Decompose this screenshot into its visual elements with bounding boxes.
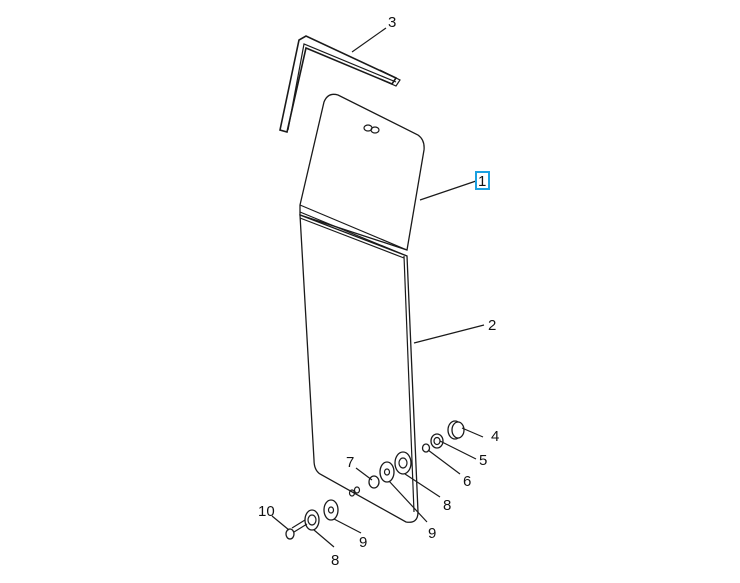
leader-lines bbox=[271, 27, 485, 548]
callout-3: 3 bbox=[388, 14, 396, 31]
callout-1: 1 bbox=[478, 173, 486, 190]
hardware-4-5-6 bbox=[421, 420, 465, 453]
callout-1-highlight bbox=[475, 171, 490, 190]
callout-2: 2 bbox=[488, 317, 496, 334]
callout-10: 10 bbox=[258, 503, 275, 520]
callout-9-right: 9 bbox=[428, 525, 436, 542]
part-2-lower-panel bbox=[299, 214, 419, 523]
part-3-edge-seal bbox=[279, 35, 401, 134]
callout-9-left: 9 bbox=[359, 534, 367, 551]
callout-5: 5 bbox=[479, 452, 487, 469]
callout-4: 4 bbox=[491, 428, 499, 445]
hardware-8-9-right bbox=[379, 451, 412, 483]
callout-labels: 3 1 2 4 5 6 7 8 9 10 8 9 bbox=[258, 14, 499, 569]
hardware-8-9-10-left bbox=[285, 499, 339, 540]
callout-8-left: 8 bbox=[331, 552, 339, 569]
callout-7: 7 bbox=[346, 454, 354, 471]
callout-8-right: 8 bbox=[443, 497, 451, 514]
callout-6: 6 bbox=[463, 473, 471, 490]
